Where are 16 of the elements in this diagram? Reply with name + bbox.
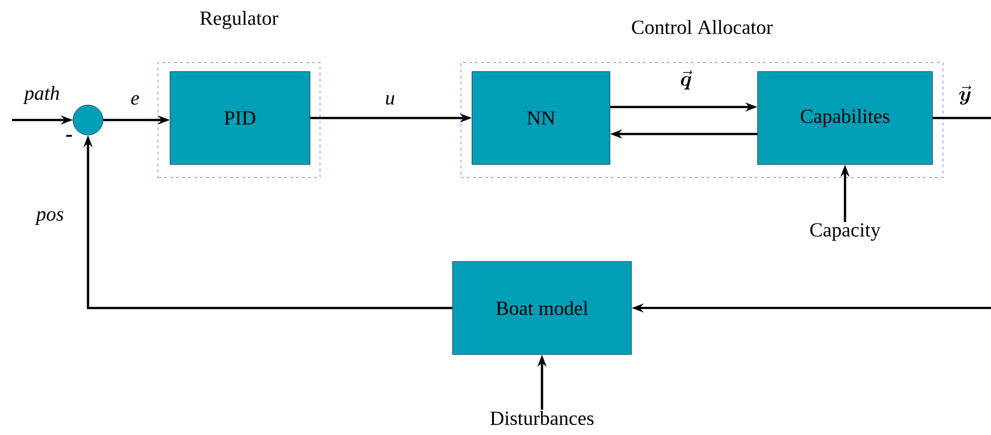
- node-label: Control Allocator: [632, 20, 773, 34]
- edge-label: $\vec{\boldsymbol{y}}$: [958, 84, 972, 106]
- block-box: PID: [170, 71, 310, 165]
- sign-label: -: [66, 134, 72, 137]
- block-box: Boat model: [452, 261, 632, 355]
- edge-label: path: [23, 84, 61, 106]
- node-label: Regulator: [200, 10, 278, 30]
- edge-label: pos: [34, 210, 65, 226]
- input-label: Capacity: [810, 223, 880, 241]
- input-label: Disturbances: [490, 410, 594, 426]
- edge-label: u: [384, 94, 396, 106]
- edge-label: $\vec{\boldsymbol{q}}$: [679, 69, 693, 91]
- block-box: Capabilites: [757, 71, 933, 165]
- edge-label: e: [130, 94, 140, 106]
- summing-junction: [72, 104, 104, 136]
- block-box: NN: [472, 71, 610, 165]
